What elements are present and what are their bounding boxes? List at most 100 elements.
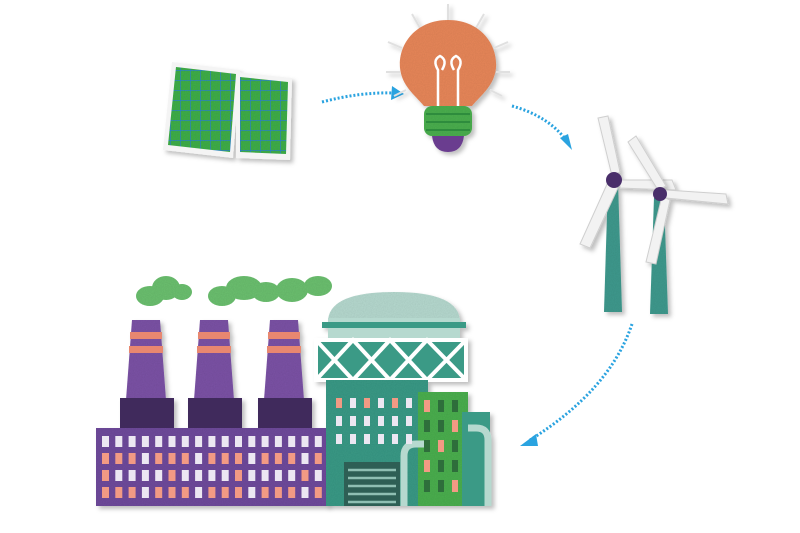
window [301,436,309,447]
window [181,453,189,464]
glow-rays-icon [386,4,510,97]
chimney [258,320,312,428]
window [235,487,242,498]
window [314,453,322,464]
window [235,470,242,481]
window [392,434,398,444]
window [155,487,163,498]
arrow-icon [511,104,572,150]
window [424,440,430,452]
vent-grille [344,462,400,506]
truss [314,337,468,383]
window [261,470,269,481]
window [168,436,176,447]
window [128,470,136,481]
window [364,434,370,444]
window [235,436,242,447]
arrow-icon [321,86,404,104]
window [274,436,282,447]
window [141,470,149,481]
window [102,436,109,447]
window [248,453,256,464]
window [141,487,149,498]
wind-turbine-icon [627,135,729,314]
window [438,420,444,432]
window [438,460,444,472]
window [141,436,149,447]
window [261,453,269,464]
window [208,470,216,481]
window [248,487,256,498]
window [424,480,430,492]
window [438,480,444,492]
window [181,436,189,447]
window [221,470,229,481]
window [452,400,458,412]
window [314,470,322,481]
solar-panel-icon [163,62,292,160]
arrow-icon [520,323,634,446]
window [392,416,398,426]
window [115,487,123,498]
light-bulb-icon [386,4,510,152]
window [115,453,123,464]
window [195,487,203,498]
window [168,453,176,464]
window [336,398,342,408]
window [221,436,229,447]
window [378,398,384,408]
window [424,460,430,472]
window [301,470,309,481]
window [424,400,430,412]
window [248,470,256,481]
window [301,487,309,498]
window [102,453,109,464]
smoke-icon [136,276,332,306]
plant-windows [336,398,458,492]
window [452,460,458,472]
window [155,436,163,447]
window [195,470,203,481]
window [438,440,444,452]
power-plant-icon [314,292,492,506]
factory-windows [102,436,322,498]
window [155,453,163,464]
window [261,487,269,498]
window [115,436,123,447]
window [181,487,189,498]
factory-icon [96,320,328,506]
window [221,487,229,498]
window [350,398,356,408]
window [452,420,458,432]
window [406,398,412,408]
window [288,436,296,447]
window [274,470,282,481]
window [208,436,216,447]
window [288,453,296,464]
window [452,480,458,492]
window [102,487,109,498]
window [350,416,356,426]
window [424,420,430,432]
window [274,487,282,498]
window [248,436,256,447]
window [288,487,296,498]
window [102,470,109,481]
window [141,453,149,464]
window [128,436,136,447]
window [438,400,444,412]
window [235,453,242,464]
window [314,436,322,447]
window [314,487,322,498]
window [378,434,384,444]
window [301,453,309,464]
window [115,470,123,481]
window [155,470,163,481]
window [181,470,189,481]
window [336,416,342,426]
window [195,436,203,447]
window [128,487,136,498]
window [364,416,370,426]
window [208,453,216,464]
window [261,436,269,447]
